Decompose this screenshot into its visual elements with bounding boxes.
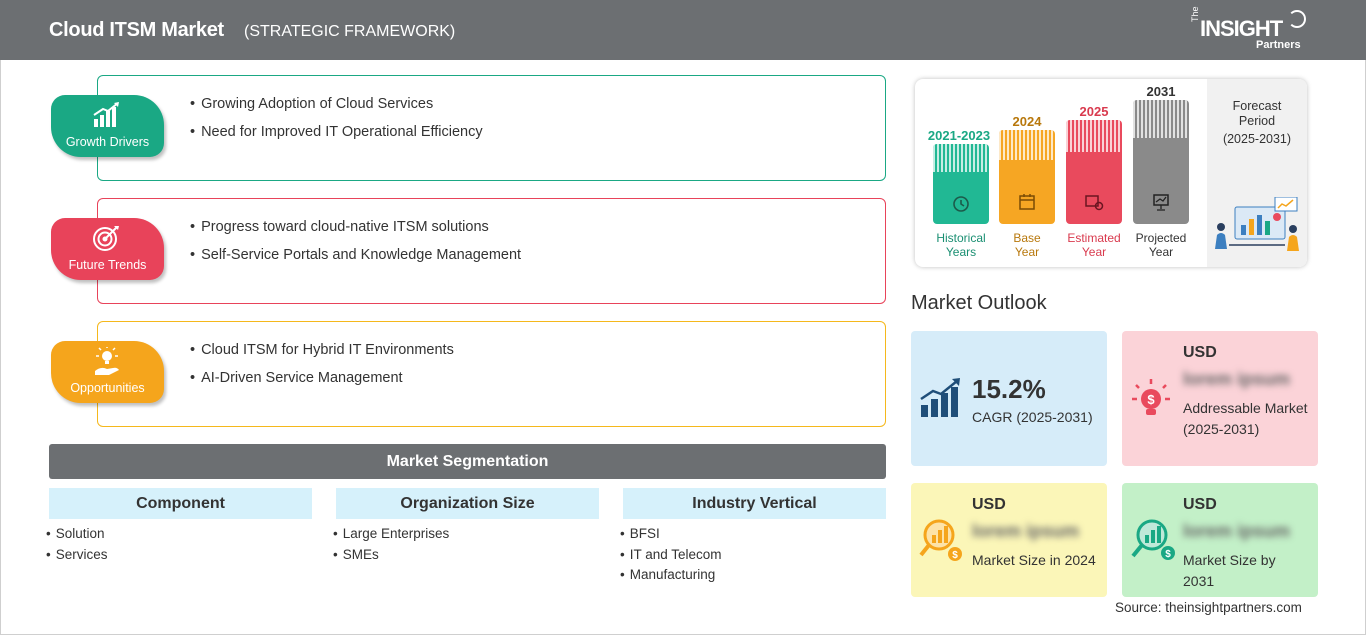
magnifier-chart-icon: $	[919, 519, 962, 561]
segment-list: Solution Services	[49, 526, 312, 567]
future-trends-list: Progress toward cloud-native ITSM soluti…	[190, 219, 521, 275]
list-item: Solution	[46, 526, 312, 547]
segment-industry-vertical: Industry Vertical BFSI IT and Telecom Ma…	[623, 488, 886, 588]
logo-partners: Partners	[1256, 39, 1301, 51]
size-2024-currency: USD	[972, 496, 1006, 513]
segment-list: BFSI IT and Telecom Manufacturing	[623, 526, 886, 588]
list-item: BFSI	[620, 526, 886, 547]
addressable-currency: USD	[1183, 344, 1217, 361]
segment-heading: Component	[49, 488, 312, 519]
size-2031-value: lorem ipsum	[1183, 521, 1291, 541]
logo-arc-icon	[1288, 10, 1306, 28]
magnifier-chart-icon: $	[1131, 519, 1175, 560]
growth-drivers-label: Growth Drivers	[65, 135, 150, 149]
market-outlook-title: Market Outlook	[911, 292, 1047, 314]
addressable-value: lorem ipsum	[1183, 369, 1291, 389]
opportunities-card: Cloud ITSM for Hybrid IT Environments AI…	[97, 321, 886, 427]
growth-chart-icon	[920, 378, 960, 417]
source-credit: Source: theinsightpartners.com	[1115, 600, 1302, 615]
list-item: Services	[46, 547, 312, 568]
estimated-year: 2025	[1079, 104, 1109, 119]
base-year: 2024	[1012, 114, 1042, 129]
list-item: AI-Driven Service Management	[190, 370, 454, 386]
hand-lightbulb-icon	[95, 347, 119, 375]
list-item: Need for Improved IT Operational Efficie…	[190, 124, 483, 140]
market-size-2024-box: $ USD lorem ipsum Market Size in 2024	[911, 483, 1107, 597]
segment-list: Large Enterprises SMEs	[336, 526, 599, 567]
opportunities-label: Opportunities	[70, 381, 145, 395]
cagr-box: 15.2% CAGR (2025-2031)	[911, 331, 1107, 466]
addressable-label: Addressable Market (2025-2031)	[1183, 400, 1308, 437]
estimate-chart-icon	[1085, 195, 1104, 211]
forecast-range: (2025-2031)	[1222, 132, 1292, 146]
future-trends-badge: Future Trends	[51, 218, 164, 280]
list-item: Progress toward cloud-native ITSM soluti…	[190, 219, 521, 235]
opportunities-badge: Opportunities	[51, 341, 164, 403]
projected-bar	[1133, 100, 1189, 224]
list-item: Growing Adoption of Cloud Services	[190, 96, 483, 112]
cagr-value: 15.2%	[972, 374, 1046, 404]
list-item: IT and Telecom	[620, 547, 886, 568]
addressable-market-box: $ USD lorem ipsum Addressable Market (20…	[1122, 331, 1318, 466]
page-title: Cloud ITSM Market	[49, 19, 224, 41]
bar-growth-icon	[93, 102, 119, 127]
estimated-bar	[1066, 120, 1122, 224]
size-2024-label: Market Size in 2024	[972, 552, 1096, 568]
svg-text:$: $	[952, 550, 958, 561]
page-subtitle: (STRATEGIC FRAMEWORK)	[244, 23, 456, 40]
svg-text:$: $	[1165, 549, 1171, 560]
cagr-label: CAGR (2025-2031)	[972, 409, 1093, 425]
size-2024-value: lorem ipsum	[972, 521, 1080, 541]
list-item: Large Enterprises	[333, 526, 599, 547]
growth-drivers-list: Growing Adoption of Cloud Services Need …	[190, 96, 483, 152]
insight-partners-logo: The INSIGHT Partners	[1190, 6, 1310, 54]
svg-text:$: $	[1147, 392, 1155, 407]
list-item: Cloud ITSM for Hybrid IT Environments	[190, 342, 454, 358]
list-item: Manufacturing	[620, 567, 886, 588]
opportunities-list: Cloud ITSM for Hybrid IT Environments AI…	[190, 342, 454, 398]
target-icon	[93, 226, 119, 251]
logo-the: The	[1190, 6, 1200, 22]
market-size-2031-box: $ USD lorem ipsum Market Size by 2031	[1122, 483, 1318, 597]
analysts-dashboard-icon	[1215, 197, 1299, 251]
list-item: Self-Service Portals and Knowledge Manag…	[190, 247, 521, 263]
dollar-bulb-icon: $	[1132, 379, 1170, 415]
history-clock-icon	[953, 196, 969, 212]
segment-organization-size: Organization Size Large Enterprises SMEs	[336, 488, 599, 567]
size-2031-currency: USD	[1183, 496, 1217, 513]
list-item: SMEs	[333, 547, 599, 568]
segment-heading: Organization Size	[336, 488, 599, 519]
presentation-icon	[1153, 194, 1169, 211]
projected-year: 2031	[1146, 84, 1176, 99]
header-bar: Cloud ITSM Market (STRATEGIC FRAMEWORK) …	[0, 0, 1366, 60]
historical-year: 2021-2023	[927, 128, 991, 143]
segment-component: Component Solution Services	[49, 488, 312, 567]
logo-insight: INSIGHT	[1200, 16, 1283, 41]
calendar-icon	[1019, 194, 1035, 210]
future-trends-label: Future Trends	[68, 258, 147, 272]
growth-drivers-card: Growing Adoption of Cloud Services Need …	[97, 75, 886, 181]
growth-drivers-badge: Growth Drivers	[51, 95, 164, 157]
base-bar	[999, 130, 1055, 224]
market-segmentation-bar: Market Segmentation	[49, 444, 886, 479]
size-2031-label: Market Size by 2031	[1183, 552, 1276, 589]
historical-bar	[933, 144, 989, 224]
future-trends-card: Progress toward cloud-native ITSM soluti…	[97, 198, 886, 304]
segment-heading: Industry Vertical	[623, 488, 886, 519]
